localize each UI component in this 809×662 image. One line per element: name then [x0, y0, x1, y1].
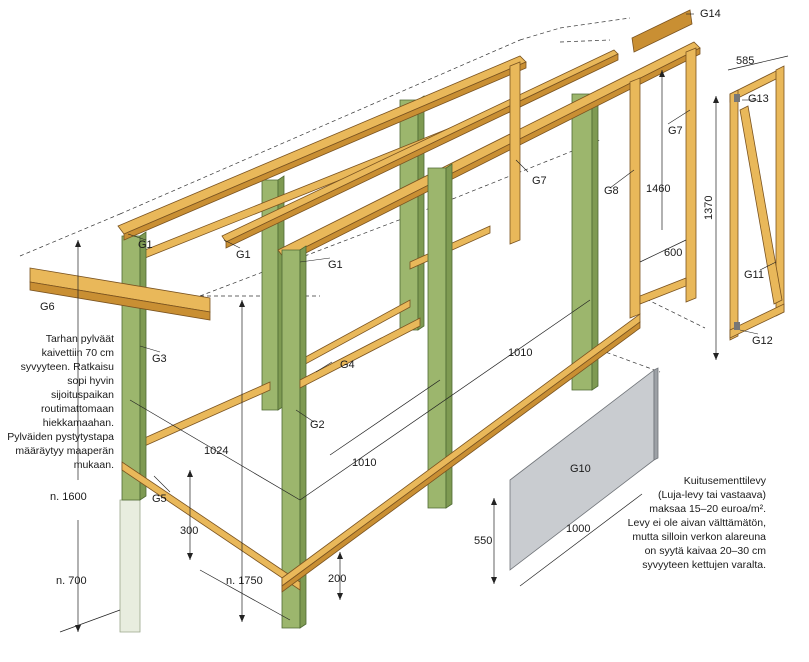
- dim-rail-300: 300: [180, 525, 198, 537]
- note-right-line: mutta silloin verkon alareuna: [632, 531, 766, 543]
- part-labels: G1 G1 G1 G2 G3 G4 G5 G6 G7 G7 G8 G10 G11…: [40, 8, 773, 505]
- note-left: Tarhan pylväät kaivettiin 70 cm syvyytee…: [7, 333, 114, 471]
- dim-side-upper: 1010: [508, 347, 532, 359]
- note-left-line: Tarhan pylväät: [46, 333, 114, 345]
- left-posts: [121, 231, 147, 501]
- note-left-line: hiekkamaahan.: [43, 417, 114, 429]
- note-left-line: määräytyy maaperän: [15, 445, 114, 457]
- dim-rail-200: 200: [328, 573, 346, 585]
- dim-end-1024: 1024: [204, 445, 228, 457]
- g14-board: [631, 9, 693, 53]
- dimension-lines: [59, 55, 789, 633]
- note-left-line: syvyyteen. Ratkaisu: [21, 361, 115, 373]
- end-frame: [509, 47, 697, 319]
- back-posts: [261, 89, 599, 411]
- leader-lines: [127, 13, 777, 493]
- label-g5: G5: [152, 493, 167, 505]
- label-g1-front: G1: [328, 259, 343, 271]
- label-g4: G4: [340, 359, 355, 371]
- dim-gate-height: 1370: [703, 196, 715, 220]
- label-g3: G3: [152, 353, 167, 365]
- dim-frame-height: 1460: [646, 183, 670, 195]
- dim-panel-height: 550: [474, 535, 492, 547]
- label-g12: G12: [752, 335, 773, 347]
- label-g11: G11: [744, 269, 764, 281]
- dim-panel-width: 1000: [566, 523, 590, 535]
- cement-panel: [509, 367, 659, 571]
- note-left-line: routimattomaan: [41, 403, 114, 415]
- note-left-line: sijoituspaikan: [51, 389, 114, 401]
- gate: [729, 65, 785, 341]
- label-g6: G6: [40, 301, 55, 313]
- note-right-line: on syytä kaivaa 20–30 cm: [645, 545, 767, 557]
- dim-post-above: n. 1600: [50, 491, 87, 503]
- label-g13: G13: [748, 93, 769, 105]
- post-underground: [119, 499, 141, 633]
- dim-gate-width: 585: [736, 55, 754, 67]
- dim-post-below: n. 700: [56, 575, 87, 587]
- dim-post-total: n. 1750: [226, 575, 263, 587]
- note-right-line: (Luja-levy tai vastaava): [658, 489, 766, 501]
- g6-board: [29, 267, 211, 321]
- dim-side-lower: 1010: [352, 457, 376, 469]
- note-right-line: syvyyteen kettujen varalta.: [642, 559, 766, 571]
- note-left-line: Pylväiden pystytystapa: [7, 431, 114, 443]
- label-g2: G2: [310, 419, 325, 431]
- bottom-rails: [121, 313, 641, 593]
- dimension-labels: 585 1370 1460 600 1010 1010 1024 n. 1600…: [50, 55, 754, 587]
- note-right-line: Levy ei ole aivan välttämätön,: [628, 517, 766, 529]
- label-g7-back: G7: [532, 175, 547, 187]
- note-right-line: Kuitusementtilevy: [684, 475, 767, 487]
- label-g10: G10: [570, 463, 591, 475]
- note-right-line: maksaa 15–20 euroa/m².: [649, 503, 766, 515]
- label-g8: G8: [604, 185, 619, 197]
- front-posts: [281, 163, 453, 629]
- label-g1-left: G1: [138, 239, 153, 251]
- note-left-line: sopi hyvin: [67, 375, 114, 387]
- note-left-line: kaivettiin 70 cm: [42, 347, 115, 359]
- label-g1-middle: G1: [236, 249, 251, 261]
- dim-frame-width: 600: [664, 247, 682, 259]
- note-right: Kuitusementtilevy (Luja-levy tai vastaav…: [628, 475, 767, 571]
- label-g7-front: G7: [668, 125, 683, 137]
- note-left-line: mukaan.: [74, 459, 114, 471]
- label-g14: G14: [700, 8, 721, 20]
